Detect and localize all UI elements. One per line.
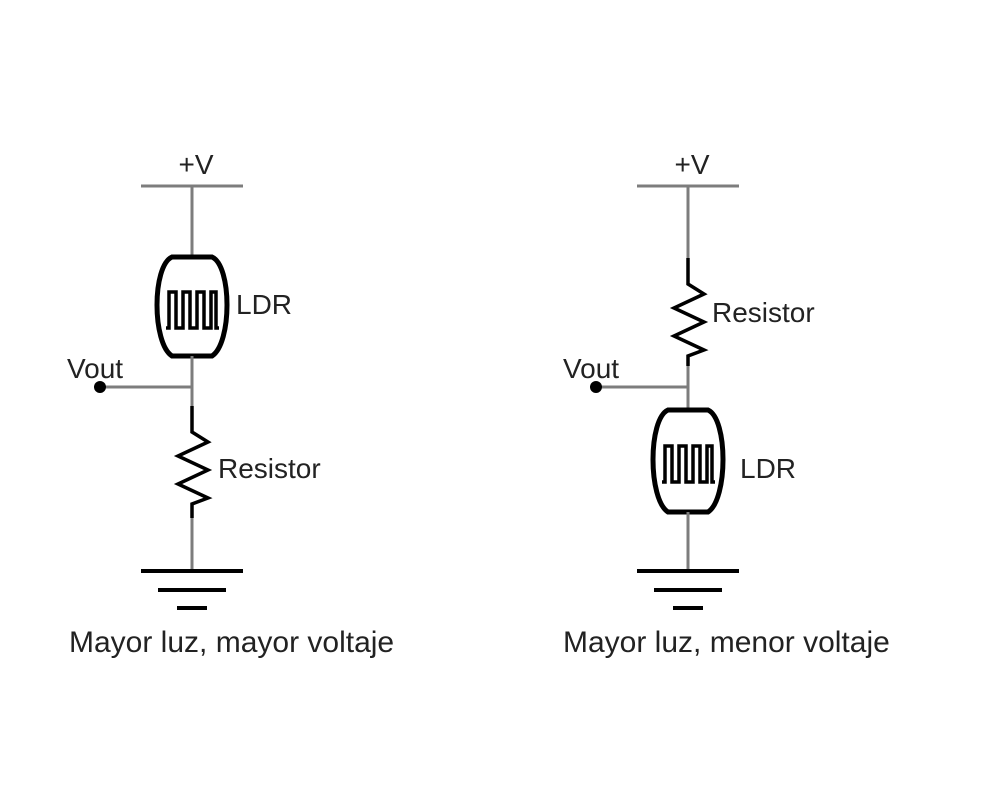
component-label: Resistor: [712, 297, 815, 328]
resistor-symbol: [173, 406, 213, 518]
ground-symbol: [141, 569, 243, 610]
circuit-right: +V Resistor Vout LDR Mayor luz, menor vo…: [563, 149, 890, 659]
output-label: Vout: [563, 353, 619, 384]
output-label: Vout: [67, 353, 123, 384]
output-terminal: [590, 381, 602, 393]
output-terminal: [94, 381, 106, 393]
ldr-body: [650, 407, 726, 515]
component-label: LDR: [236, 289, 292, 320]
ldr-symbol: [154, 254, 230, 359]
ground-symbol: [637, 569, 739, 610]
supply-label: +V: [178, 149, 213, 180]
ldr-symbol: [650, 407, 726, 515]
resistor-symbol: [669, 258, 709, 366]
circuit-caption: Mayor luz, menor voltaje: [563, 626, 890, 659]
supply-label: +V: [674, 149, 709, 180]
ldr-meander: [662, 444, 715, 484]
circuit-caption: Mayor luz, mayor voltaje: [69, 626, 394, 659]
component-label: Resistor: [218, 453, 321, 484]
ldr-body: [154, 254, 230, 359]
ldr-meander: [166, 290, 219, 330]
circuit-left: +V LDR Vout Resistor Mayor luz, mayor vo…: [67, 149, 394, 659]
component-label: LDR: [740, 453, 796, 484]
